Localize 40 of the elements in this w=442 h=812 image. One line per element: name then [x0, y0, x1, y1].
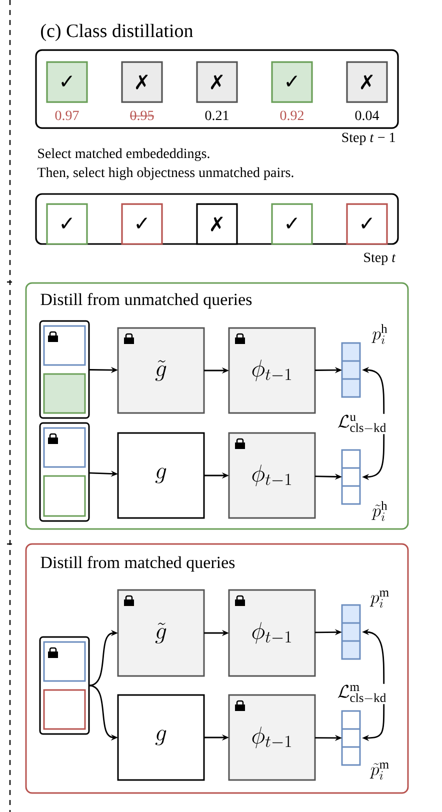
score-text: 0.21 — [205, 110, 228, 120]
check-square: ✓ — [46, 203, 88, 245]
query-pair-box — [39, 636, 90, 735]
node-label: Step t — [364, 252, 396, 265]
vector-label: $\tilde{p}_i^{\mathrm{h}}$ — [372, 501, 388, 521]
instruction-text: Then, select high objectness unmatched pairs. — [37, 167, 294, 180]
instruction-text: Select matched embededdings. — [38, 148, 210, 162]
node-label: Step t − 1 — [342, 132, 395, 145]
query-pair-box — [39, 320, 90, 419]
query-pair-box — [39, 422, 90, 522]
check-square: ✓ — [121, 203, 163, 245]
loss-label: $\mathcal{L}^{\mathrm{u}}_{\mathrm{cls-kd}}$ — [338, 414, 386, 432]
score-text: 0.97 — [55, 110, 79, 120]
module-box: $\phi_{t-1}$ — [228, 432, 316, 519]
check-square: ✓ — [46, 61, 88, 103]
module-box: $\phi_{t-1}$ — [228, 327, 316, 414]
loss-label: $\mathcal{L}^{\mathrm{m}}_{\mathrm{cls-kd}}$ — [338, 684, 386, 702]
output-vector — [341, 449, 361, 505]
score-text: 0.92 — [280, 110, 304, 120]
module-box: $\tilde{g}$ — [117, 327, 205, 414]
check-square: ✓ — [271, 61, 313, 103]
module-box: $\phi_{t-1}$ — [228, 694, 316, 781]
vector-label: $\tilde{p}_i^{\mathrm{m}}$ — [370, 762, 389, 780]
check-square: ✓ — [271, 203, 313, 245]
check-square: ✗ — [196, 61, 238, 103]
output-vector — [341, 604, 361, 660]
check-square: ✗ — [121, 61, 163, 103]
vector-label: $p_i^{\mathrm{m}}$ — [370, 590, 389, 608]
output-vector — [341, 710, 361, 766]
module-box: $g$ — [117, 694, 205, 781]
check-square: ✗ — [346, 61, 388, 103]
score-text: 0.04 — [355, 110, 380, 120]
output-vector — [341, 342, 361, 398]
diagram-title: (c) Class distillation — [41, 24, 193, 42]
check-square: ✗ — [196, 203, 238, 245]
vector-label: $p_i^{\mathrm{h}}$ — [372, 324, 388, 344]
module-box: $\tilde{g}$ — [117, 589, 205, 677]
check-square: ✓ — [346, 203, 388, 245]
module-box: $\phi_{t-1}$ — [228, 589, 316, 677]
module-box: $g$ — [117, 432, 205, 519]
